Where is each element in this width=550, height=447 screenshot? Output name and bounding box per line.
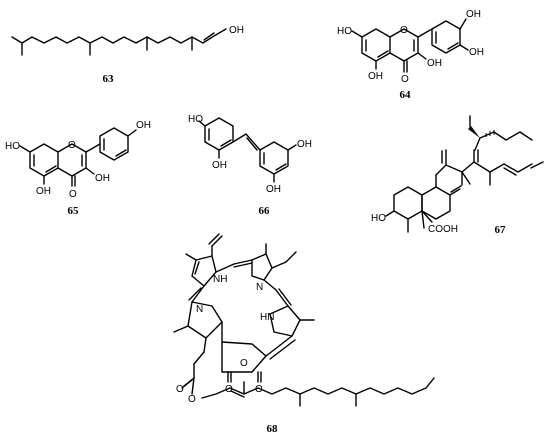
compound-63-oh: OH: [229, 25, 244, 36]
compound-67-ring-a: [393, 186, 423, 220]
compound-64-oh-7: HO: [337, 26, 352, 37]
compound-65-ring-b: [99, 127, 129, 161]
compound-68-nh-a: NH: [213, 274, 227, 285]
compound-64-oh-3p: OH: [469, 47, 484, 58]
compound-66-oh-5: OH: [266, 184, 281, 195]
compound-67-cooh: COOH: [428, 224, 458, 235]
compound-67-label: 67: [495, 224, 507, 236]
compound-65-oh-4p: OH: [136, 120, 151, 131]
compound-68-nh-d: HN: [260, 312, 274, 323]
compound-64-oh-4p: OH: [466, 9, 481, 20]
compound-68-pyrrole-a: [191, 255, 217, 287]
compound-65-oh-5: OH: [36, 186, 51, 197]
compound-65-oh-3: OH: [95, 173, 110, 184]
compound-64: HO O OH O OH OH OH 64: [337, 9, 484, 101]
compound-68-pyrrole-b: [251, 253, 273, 281]
compound-64-label: 64: [400, 89, 412, 101]
compound-63-label: 63: [103, 73, 115, 85]
compound-68-anhydride-o3: O: [255, 384, 263, 395]
compound-67-ring-b: [421, 186, 451, 220]
compound-67: HO COOH 67: [371, 115, 544, 236]
compound-66: HO OH OH OH 66: [188, 114, 312, 217]
compound-65-carbonyl-o: O: [69, 189, 77, 200]
compound-65-label: 65: [68, 205, 80, 217]
compound-68-n-b: N: [256, 282, 263, 293]
compound-65-ring-o: O: [68, 140, 76, 151]
compound-68: NH N N HN O O O O O 68: [173, 233, 435, 435]
compound-66-label: 66: [259, 205, 271, 217]
compound-66-oh-3: OH: [297, 139, 312, 150]
compound-68-ring-d: [269, 305, 301, 337]
compound-63-double-bond: [203, 32, 215, 41]
compound-63-chain: [11, 28, 227, 44]
compound-65-ring-c: [57, 143, 87, 177]
compound-64-carbonyl-o: O: [401, 74, 409, 85]
compound-65-oh-7: HO: [5, 141, 20, 152]
compound-63: OH 63: [11, 25, 244, 85]
compound-68-anhydride-o2: O: [225, 384, 233, 395]
compound-68-label: 68: [267, 423, 279, 435]
compound-66-oh-4p: HO: [188, 114, 203, 125]
compound-66-ring-b: [259, 141, 289, 175]
compound-64-ring-o: O: [400, 25, 408, 36]
compound-66-oh-2p: OH: [212, 160, 227, 171]
compound-64-oh-3: OH: [427, 58, 442, 69]
compound-68-ring-c: [187, 301, 223, 339]
compound-68-ester-o2: O: [188, 394, 196, 405]
compound-64-oh-5: OH: [368, 71, 383, 82]
compound-68-n-c: N: [196, 304, 203, 315]
compound-68-ester-o1: O: [176, 384, 184, 395]
compound-67-oh: HO: [371, 213, 386, 224]
compound-68-phytyl-chain: [201, 387, 427, 399]
compound-68-anhydride-o1: O: [240, 358, 248, 369]
compound-65: HO O OH O OH OH 65: [5, 120, 151, 217]
compound-68-anhydride-ring: [221, 341, 267, 373]
compound-64-ring-c: [389, 28, 419, 62]
